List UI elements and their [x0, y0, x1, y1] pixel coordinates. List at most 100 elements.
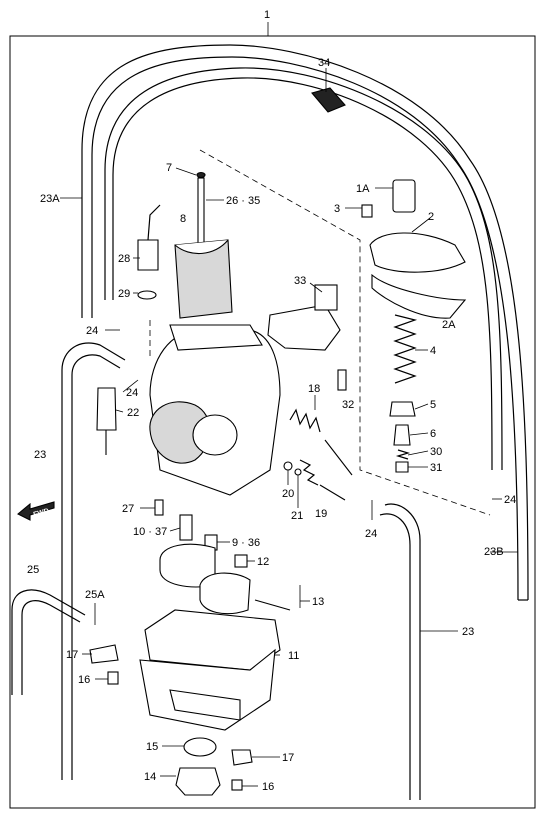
float-pin — [254, 599, 291, 611]
pilot-screw-spring — [299, 459, 319, 486]
callout-23b: 23 — [462, 626, 474, 638]
drain-plug-14 — [175, 767, 221, 796]
callout-12: 12 — [257, 556, 269, 568]
hose-25-inner — [21, 600, 81, 695]
plate-17a — [89, 644, 119, 664]
callout-24c: 24 — [365, 528, 377, 540]
gasket-2A — [371, 273, 467, 319]
washer-5 — [389, 401, 416, 417]
callout-11: 11 — [288, 650, 299, 662]
fwd-label: FWD — [33, 508, 50, 519]
callout-19: 19 — [315, 508, 327, 520]
callout-labels: 1 34 23A 7 26 · 35 8 28 29 1A 3 2 2A 33 … — [27, 9, 516, 793]
hose-23-right — [384, 503, 421, 800]
callout-24d: 24 — [504, 494, 516, 506]
callout-5: 5 — [430, 399, 436, 411]
needle-clip-7 — [196, 171, 206, 179]
leader-lines — [60, 167, 518, 787]
cap-1A — [392, 179, 416, 213]
hose-clamp-34 — [311, 87, 346, 113]
callout-17a: 17 — [66, 649, 78, 661]
screw-16b — [231, 779, 243, 791]
screw-3 — [361, 204, 373, 218]
hose-23B-inner — [112, 77, 493, 471]
carburetor-outlet — [192, 414, 238, 456]
hose-23-left-inner — [71, 354, 121, 780]
callout-34: 34 — [318, 57, 330, 69]
guide-line-upper — [199, 149, 491, 516]
callout-15: 15 — [146, 741, 158, 753]
callout-16a: 16 — [78, 674, 90, 686]
float-bowl-inner — [169, 689, 241, 721]
jet-needle — [197, 177, 205, 247]
callout-16b: 16 — [262, 781, 274, 793]
callout-17b: 17 — [282, 752, 294, 764]
hose-23-right-inner — [379, 513, 411, 800]
callout-2: 2 — [428, 211, 434, 223]
callout-8: 8 — [180, 213, 186, 225]
carburetor-top-flange — [169, 324, 263, 351]
callout-23B: 23B — [484, 546, 504, 558]
callout-30: 30 — [430, 446, 442, 458]
plug-6 — [393, 424, 411, 446]
o-ring-21 — [294, 468, 302, 476]
callout-7: 7 — [166, 162, 172, 174]
callout-33: 33 — [294, 275, 306, 287]
assembly-frame — [9, 35, 536, 809]
callout-3: 3 — [334, 203, 340, 215]
callout-18: 18 — [308, 383, 320, 395]
screw-32 — [337, 369, 347, 391]
throttle-stop-screw — [324, 439, 353, 476]
hose-23B-outer — [104, 67, 503, 471]
callout-27: 27 — [122, 503, 134, 515]
callout-4: 4 — [430, 345, 436, 357]
callout-21: 21 — [291, 510, 303, 522]
callout-9-36: 9 · 36 — [232, 537, 260, 549]
callout-24b: 24 — [126, 387, 138, 399]
plate-17b — [231, 749, 253, 766]
callout-23A: 23A — [40, 193, 60, 205]
hot-start-plunger-28 — [137, 239, 159, 271]
o-ring-29 — [137, 290, 157, 300]
hose-23A — [81, 44, 529, 601]
callout-22: 22 — [127, 407, 139, 419]
spring-4 — [393, 314, 418, 384]
callout-20: 20 — [282, 488, 294, 500]
nut-31 — [395, 461, 409, 473]
screw-16a — [107, 671, 119, 685]
jet-27 — [154, 499, 164, 516]
callout-13: 13 — [312, 596, 324, 608]
spring-18 — [289, 408, 321, 433]
callout-1: 1 — [264, 9, 270, 21]
callout-23a: 23 — [34, 449, 46, 461]
callout-28: 28 — [118, 253, 130, 265]
o-ring-15 — [183, 737, 217, 757]
float-right — [199, 572, 251, 615]
hose-23-left — [61, 342, 126, 780]
throttle-sensor-33 — [267, 304, 341, 351]
callout-31: 31 — [430, 462, 442, 474]
starter-plunger-22 — [96, 387, 117, 431]
callout-25: 25 — [27, 564, 39, 576]
spring-30 — [395, 449, 411, 460]
callout-14: 14 — [144, 771, 156, 783]
washer-20 — [283, 461, 293, 471]
throttle-valve-top — [174, 239, 229, 255]
hose-25 — [11, 589, 86, 695]
callout-25A: 25A — [85, 589, 105, 601]
washer-12 — [234, 554, 248, 568]
hose-23A-inner — [91, 56, 519, 601]
callout-2A: 2A — [442, 319, 456, 331]
callout-26-35: 26 · 35 — [226, 195, 260, 207]
main-jet-10 — [179, 514, 193, 541]
callout-29: 29 — [118, 288, 130, 300]
bowl-gasket-11 — [144, 609, 281, 671]
callout-1A: 1A — [356, 183, 370, 195]
hot-start-cable — [147, 204, 161, 241]
pilot-screw-19 — [319, 484, 346, 501]
float-bowl — [139, 648, 276, 731]
callout-10-37: 10 · 37 — [133, 526, 167, 538]
top-cover-2 — [369, 232, 466, 273]
callout-24a: 24 — [86, 325, 98, 337]
